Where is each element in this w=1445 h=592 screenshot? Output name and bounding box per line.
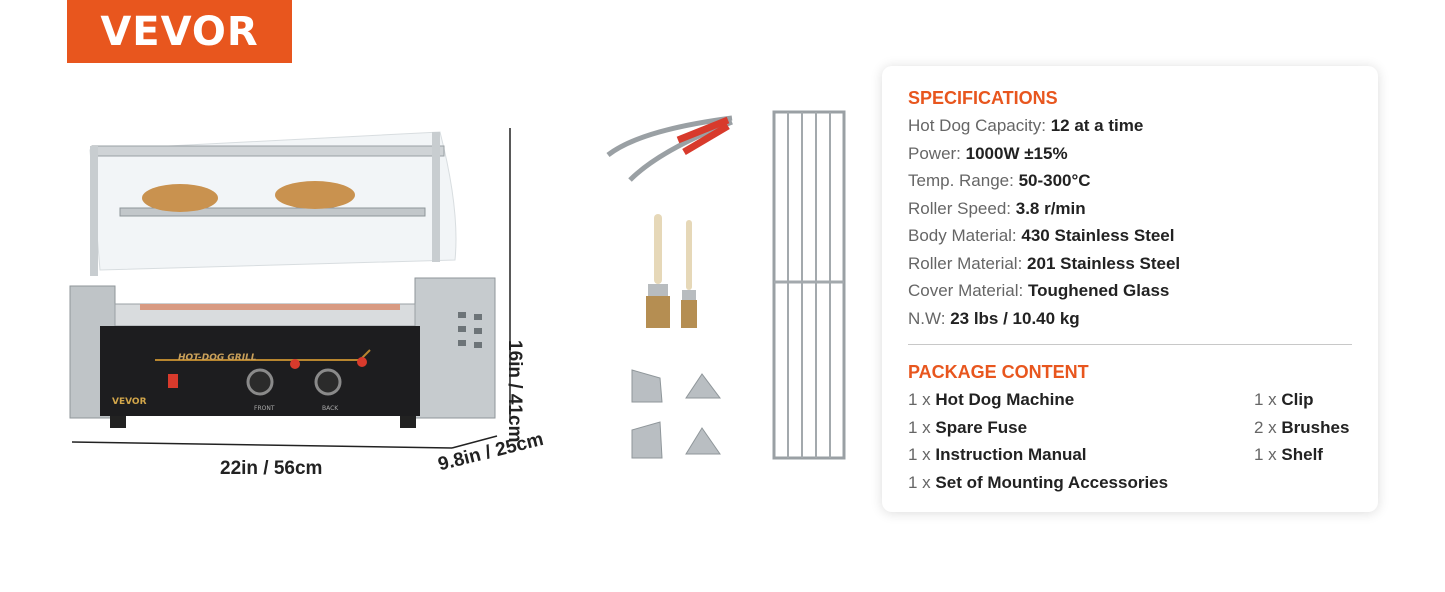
specifications-card: SPECIFICATIONS Hot Dog Capacity: 12 at a… xyxy=(882,66,1378,512)
spec-row-roller-material: Roller Material: 201 Stainless Steel xyxy=(908,254,1180,274)
panel-front-label: FRONT xyxy=(254,405,275,412)
package-name: Instruction Manual xyxy=(935,445,1087,464)
spec-label: Roller Speed: xyxy=(908,199,1016,218)
package-item-mounting: 1 x Set of Mounting Accessories xyxy=(908,473,1168,493)
section-divider xyxy=(908,344,1352,345)
package-qty: 1 x xyxy=(908,418,936,437)
package-content-title: PACKAGE CONTENT xyxy=(908,362,1089,382)
shelf-rack-image xyxy=(772,110,846,460)
tongs-image xyxy=(606,115,733,182)
spec-row-body-material: Body Material: 430 Stainless Steel xyxy=(908,226,1174,246)
spec-value: 50-300°C xyxy=(1018,171,1091,190)
package-qty: 1 x xyxy=(1254,445,1282,464)
panel-back-label: BACK xyxy=(322,405,339,412)
spec-label: Body Material: xyxy=(908,226,1022,245)
spec-value: 23 lbs / 10.40 kg xyxy=(950,309,1080,328)
package-name: Brushes xyxy=(1281,418,1350,437)
package-item-machine: 1 x Hot Dog Machine xyxy=(908,390,1074,410)
package-item-manual: 1 x Instruction Manual xyxy=(908,445,1087,465)
width-dimension-line xyxy=(71,441,453,449)
package-name: Shelf xyxy=(1281,445,1323,464)
vevor-logo: VEVOR xyxy=(67,0,292,63)
package-qty: 1 x xyxy=(1254,390,1282,409)
spec-value: 201 Stainless Steel xyxy=(1027,254,1181,273)
height-dimension-label: 16in / 41cm xyxy=(504,340,525,443)
spec-row-power: Power: 1000W ±15% xyxy=(908,144,1068,164)
spec-row-cover-material: Cover Material: Toughened Glass xyxy=(908,281,1169,301)
logo-text: VEVOR xyxy=(100,8,259,55)
spec-row-net-weight: N.W: 23 lbs / 10.40 kg xyxy=(908,309,1080,329)
spec-value: Toughened Glass xyxy=(1027,281,1170,300)
spec-value: 1000W ±15% xyxy=(965,144,1068,163)
spec-label: Cover Material: xyxy=(908,281,1028,300)
panel-title: HOT-DOG GRILL xyxy=(178,353,257,363)
spec-row-capacity: Hot Dog Capacity: 12 at a time xyxy=(908,116,1143,136)
package-name: Clip xyxy=(1281,390,1314,409)
package-qty: 1 x xyxy=(908,445,936,464)
package-item-fuse: 1 x Spare Fuse xyxy=(908,418,1027,438)
spec-label: Power: xyxy=(908,144,966,163)
package-item-brushes: 2 x Brushes xyxy=(1254,418,1349,438)
panel-brand: VEVOR xyxy=(112,397,147,407)
package-qty: 1 x xyxy=(908,473,936,492)
specifications-title: SPECIFICATIONS xyxy=(908,88,1058,108)
spec-row-roller-speed: Roller Speed: 3.8 r/min xyxy=(908,199,1086,219)
spec-label: Temp. Range: xyxy=(908,171,1019,190)
spec-label: Roller Material: xyxy=(908,254,1028,273)
width-dimension-label: 22in / 56cm xyxy=(220,458,323,479)
depth-dimension-line xyxy=(451,435,498,449)
spec-row-temp-range: Temp. Range: 50-300°C xyxy=(908,171,1091,191)
package-qty: 2 x xyxy=(1254,418,1282,437)
package-name: Spare Fuse xyxy=(935,418,1028,437)
spec-value: 3.8 r/min xyxy=(1015,199,1086,218)
spec-label: N.W: xyxy=(908,309,951,328)
hot-dog-machine-image: HOT-DOG GRILL VEVOR FRONT BACK xyxy=(69,128,511,449)
package-item-shelf: 1 x Shelf xyxy=(1254,445,1323,465)
mounting-accessories-image xyxy=(631,369,721,459)
brushes-image xyxy=(646,214,697,328)
spec-value: 430 Stainless Steel xyxy=(1021,226,1175,245)
package-item-clip: 1 x Clip xyxy=(1254,390,1314,410)
package-name: Hot Dog Machine xyxy=(935,390,1075,409)
package-name: Set of Mounting Accessories xyxy=(935,473,1169,492)
spec-label: Hot Dog Capacity: xyxy=(908,116,1051,135)
package-qty: 1 x xyxy=(908,390,936,409)
spec-value: 12 at a time xyxy=(1050,116,1144,135)
